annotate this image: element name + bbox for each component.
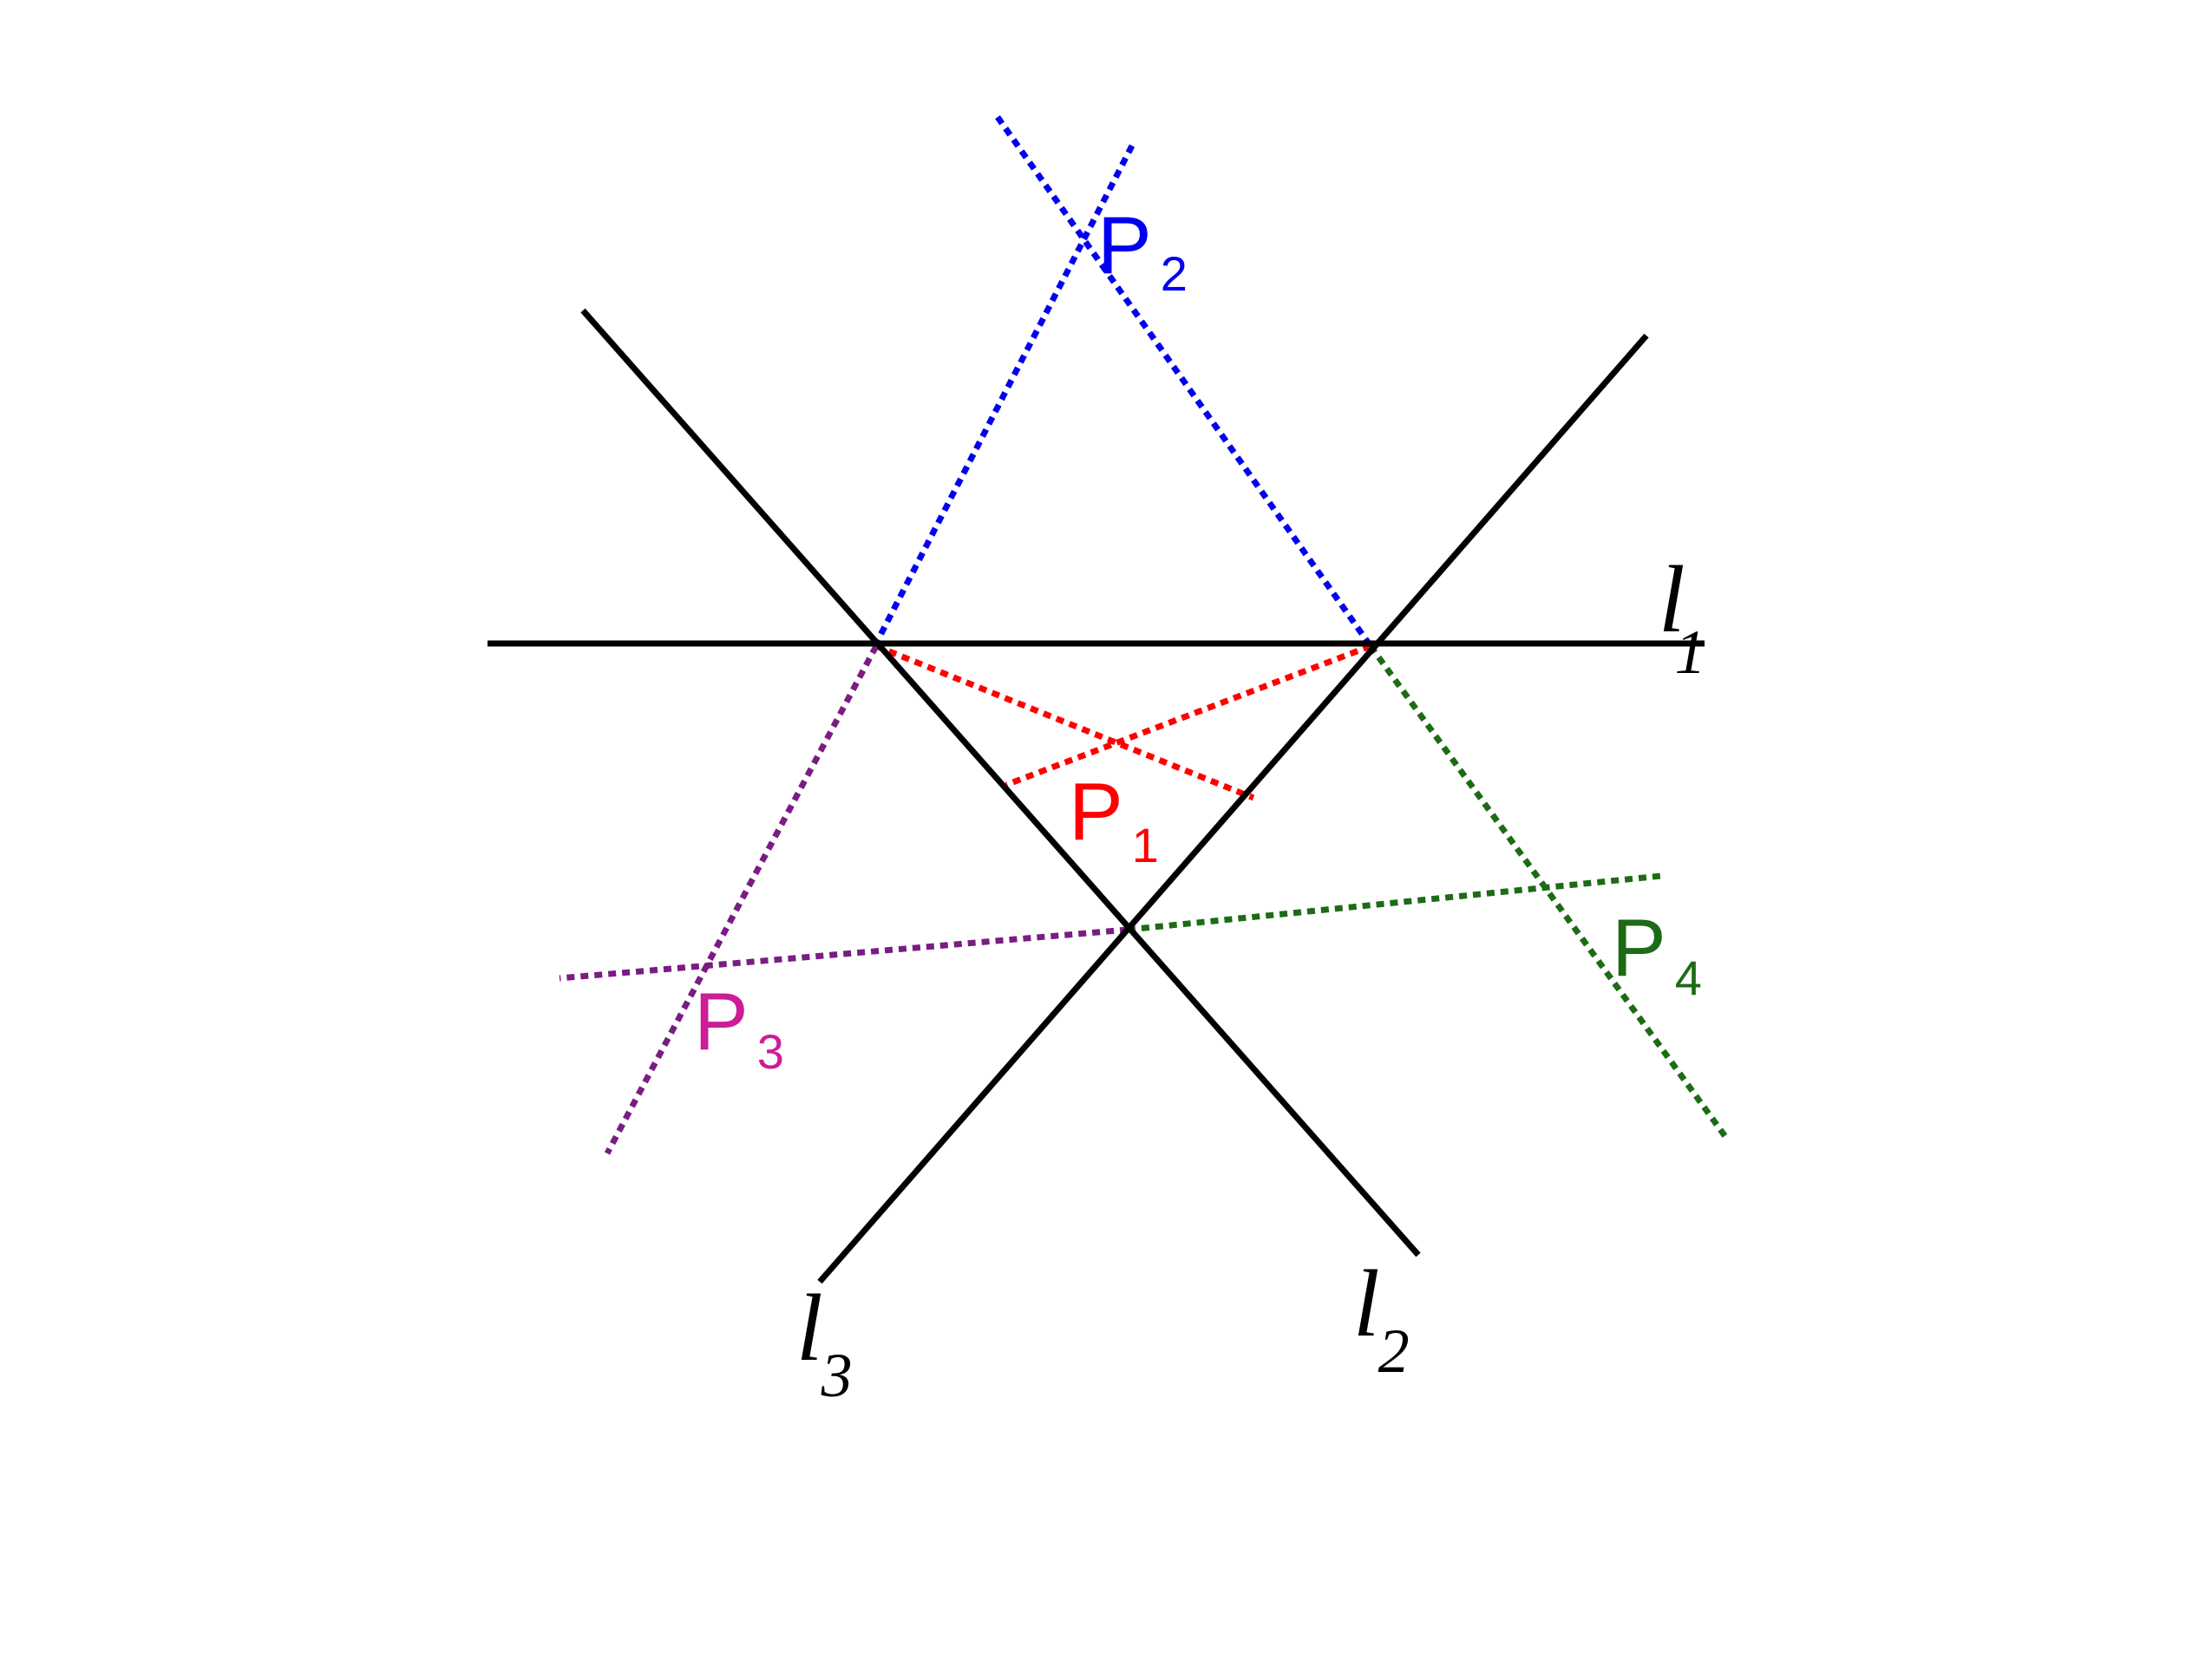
p1-dotted-line-b [1005, 643, 1372, 788]
label-p3-letter: P [694, 976, 749, 1067]
p2-dotted-line-a [995, 114, 1373, 649]
p1-dotted-line-a [874, 643, 1255, 801]
label-p4-subscript: 4 [1675, 950, 1702, 1005]
label-l1-letter: l [1659, 546, 1685, 652]
label-p1-letter: P [1069, 766, 1123, 857]
p4-construction [1127, 643, 1729, 1140]
label-p4-letter: P [1612, 902, 1666, 993]
label-l3: l3 [796, 1275, 853, 1410]
line-l3 [817, 333, 1649, 1284]
label-p3-subscript: 3 [757, 1024, 784, 1079]
p4-dotted-line-a [1368, 643, 1729, 1140]
label-l3-subscript: 3 [821, 1341, 853, 1410]
label-l2-letter: l [1353, 1251, 1380, 1356]
label-p2-letter: P [1097, 199, 1152, 291]
label-l2-subscript: 2 [1378, 1316, 1410, 1386]
label-p2-subscript: 2 [1161, 246, 1188, 301]
p3-dotted-line-b [559, 926, 1129, 982]
p1-construction [874, 643, 1372, 801]
p2-construction [873, 114, 1373, 649]
solid-lines [488, 308, 1705, 1284]
p3-construction [559, 644, 1129, 1155]
line-l2 [580, 308, 1421, 1257]
label-p1-subscript: 1 [1132, 818, 1159, 872]
label-l1-subscript: 1 [1675, 617, 1706, 687]
p4-dotted-line-b [1127, 872, 1662, 933]
p2-dotted-line-b [873, 144, 1135, 645]
line-labels: l1 l2 l3 [796, 546, 1706, 1410]
label-l2: l2 [1353, 1251, 1410, 1386]
label-l1: l1 [1659, 546, 1706, 687]
p3-dotted-line-a [604, 644, 880, 1155]
label-l3-letter: l [796, 1275, 823, 1381]
